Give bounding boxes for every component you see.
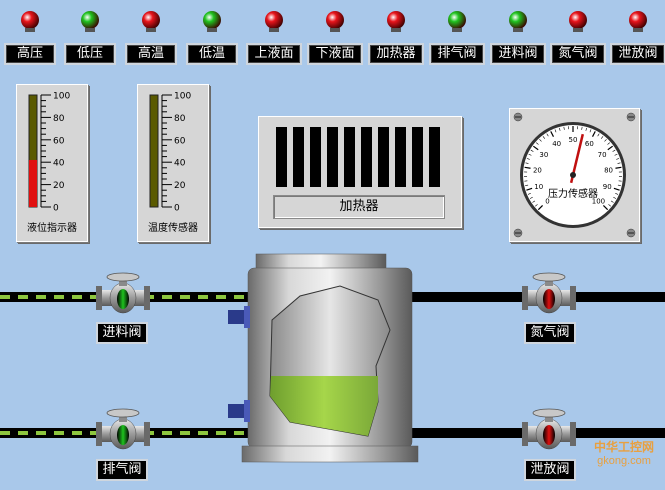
exhaust-valve-label: 排气阀 <box>96 459 148 481</box>
gauge-tick-label: 60 <box>174 136 186 146</box>
tank-liquid <box>270 376 378 436</box>
indicator-label-9: 氮气阀 <box>550 43 606 65</box>
indicator-label-3: 低温 <box>186 43 238 65</box>
pressure-title: 压力传感器 <box>548 187 598 200</box>
level-gauge-title: 液位指示器 <box>27 223 77 234</box>
valve-state-indicator <box>117 425 129 445</box>
indicator-lamp-9 <box>569 11 587 32</box>
indicator-label-5: 下液面 <box>307 43 363 65</box>
valve-state-indicator <box>543 289 555 309</box>
indicator-lamp-8 <box>509 11 527 32</box>
level-gauge-panel: 100 80 60 40 20 0 液位指示器 <box>16 84 88 242</box>
indicator-label-4: 上液面 <box>246 43 302 65</box>
dial-tick-label: 20 <box>533 166 542 174</box>
indicator-label-7: 排气阀 <box>429 43 485 65</box>
heater-bar <box>310 127 321 187</box>
relief-valve[interactable] <box>522 408 576 458</box>
gauge-tick-label: 100 <box>53 92 70 102</box>
indicator-lamp-4 <box>265 11 283 32</box>
exhaust-valve[interactable] <box>96 408 150 458</box>
indicator-lamp-5 <box>326 11 344 32</box>
dial-tick-label: 30 <box>539 151 548 159</box>
heater-bar <box>395 127 406 187</box>
indicator-lamp-0 <box>21 11 39 32</box>
temp-gauge: 100 80 60 40 20 0 <box>149 92 191 214</box>
indicator-label-10: 泄放阀 <box>610 43 665 65</box>
gauge-track <box>149 94 159 208</box>
gauge-tick-label: 20 <box>53 181 65 191</box>
dial-tick-label: 40 <box>552 140 561 148</box>
valve-state-indicator <box>543 425 555 445</box>
gauge-tick-label: 0 <box>53 204 59 214</box>
heater-bar <box>276 127 287 187</box>
reactor-tank <box>228 253 419 463</box>
indicator-label-6: 加热器 <box>368 43 424 65</box>
watermark: 中华工控网 gkong.com <box>584 438 664 467</box>
dial-tick-label: 0 <box>545 197 549 205</box>
indicator-lamp-3 <box>203 11 221 32</box>
indicator-label-1: 低压 <box>64 43 116 65</box>
gauge-tick-label: 0 <box>174 204 180 214</box>
gauge-fill <box>29 159 37 207</box>
heater-bar <box>429 127 440 187</box>
indicator-lamp-2 <box>142 11 160 32</box>
dial-tick-label: 100 <box>592 197 605 205</box>
dial-tick-label: 50 <box>569 136 578 144</box>
heater-bar <box>361 127 372 187</box>
gauge-tick-label: 100 <box>174 92 191 102</box>
watermark-line1: 中华工控网 <box>593 440 654 454</box>
gauge-tick-label: 20 <box>174 181 186 191</box>
heater-bars <box>274 127 444 187</box>
heater-bar <box>327 127 338 187</box>
watermark-line2: gkong.com <box>597 455 651 467</box>
heater-bar <box>378 127 389 187</box>
indicator-lamp-10 <box>629 11 647 32</box>
indicator-lamp-6 <box>387 11 405 32</box>
indicator-lamp-7 <box>448 11 466 32</box>
valve-handwheel <box>532 408 566 418</box>
gauge-tick-label: 60 <box>53 136 65 146</box>
feed-valve-label: 进料阀 <box>96 322 148 344</box>
indicator-label-2: 高温 <box>125 43 177 65</box>
dial-tick-label: 80 <box>604 166 613 174</box>
temp-gauge-panel: 100 80 60 40 20 0 温度传感器 <box>137 84 209 242</box>
dial-tick-label: 70 <box>598 151 607 159</box>
level-gauge: 100 80 60 40 20 0 <box>28 92 70 214</box>
indicator-lamp-1 <box>81 11 99 32</box>
dial-tick-label: 90 <box>603 183 612 191</box>
dial-tick-label: 60 <box>585 140 594 148</box>
heater-bar <box>344 127 355 187</box>
nitrogen-valve-label: 氮气阀 <box>524 322 576 344</box>
valve-handwheel <box>532 272 566 282</box>
valve-state-indicator <box>117 289 129 309</box>
indicator-label-8: 进料阀 <box>490 43 546 65</box>
heater-bar <box>293 127 304 187</box>
dial-tick-label: 10 <box>534 183 543 191</box>
valve-handwheel <box>106 272 140 282</box>
heater-bar <box>412 127 423 187</box>
relief-valve-label: 泄放阀 <box>524 459 576 481</box>
temp-gauge-title: 温度传感器 <box>148 223 198 234</box>
tank-window <box>269 285 391 437</box>
gauge-tick-label: 40 <box>174 159 186 169</box>
gauge-tick-label: 80 <box>53 114 65 124</box>
gauge-tick-label: 80 <box>174 114 186 124</box>
heater-label: 加热器 <box>273 195 445 219</box>
indicator-label-0: 高压 <box>4 43 56 65</box>
nitrogen-valve[interactable] <box>522 272 576 322</box>
gauge-tick-label: 40 <box>53 159 65 169</box>
heater-panel: 加热器 <box>258 116 462 228</box>
feed-valve[interactable] <box>96 272 150 322</box>
valve-handwheel <box>106 408 140 418</box>
